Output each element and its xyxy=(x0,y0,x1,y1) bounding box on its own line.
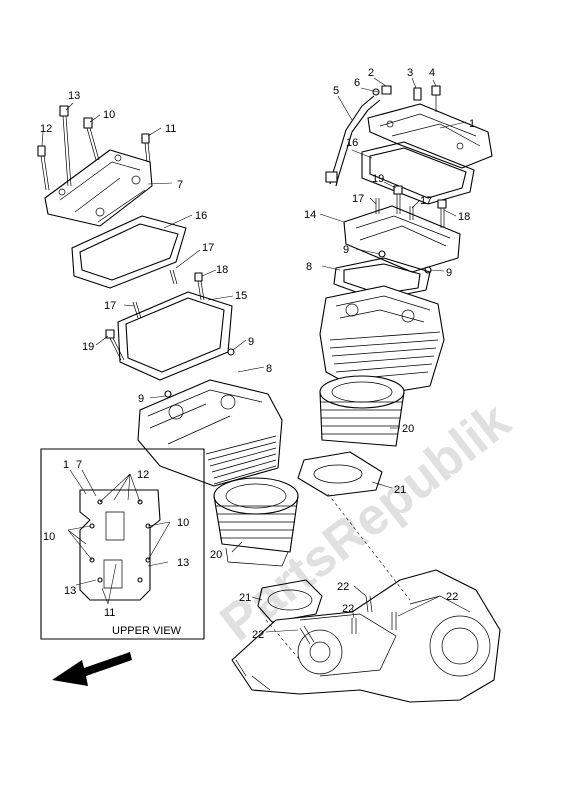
dowel-17-rear-a xyxy=(169,269,178,285)
rear-base-gasket xyxy=(257,579,323,623)
dowel-17-front-b xyxy=(409,206,414,220)
dowel-17-front-a xyxy=(375,198,380,214)
front-cylinder xyxy=(319,375,405,447)
callout-18-rear: 18 xyxy=(216,264,228,276)
rear-valve-gasket xyxy=(117,291,233,381)
inset-label-13-right: 13 xyxy=(177,557,189,569)
stud-22-c xyxy=(351,618,357,634)
inset-label-10-left: 10 xyxy=(43,531,55,543)
callout-20-front: 20 xyxy=(402,423,414,435)
callout-19-front: 19 xyxy=(372,173,384,185)
dowel-17-rear-b xyxy=(132,301,142,319)
callout-17-front-a: 17 xyxy=(352,193,364,205)
front-valve-gasket xyxy=(343,205,461,273)
inset-label-1: 1 xyxy=(63,459,69,471)
rear-cylinder-head xyxy=(137,379,283,487)
callout-8-rear: 8 xyxy=(266,363,272,375)
bolt-10 xyxy=(83,117,100,161)
stud-22-b xyxy=(365,595,373,613)
front-cover-gasket xyxy=(361,141,475,205)
callout-22-a: 22 xyxy=(252,629,264,641)
callout-21-front: 21 xyxy=(394,484,406,496)
inset-caption: UPPER VIEW xyxy=(112,625,182,637)
callout-16-rear: 16 xyxy=(195,210,207,222)
rear-head-cover xyxy=(44,149,153,227)
stud-22-d xyxy=(391,612,397,630)
bolt-11 xyxy=(141,133,151,163)
callout-11: 11 xyxy=(165,123,176,135)
callout-22-d: 22 xyxy=(446,591,458,603)
callout-22-b: 22 xyxy=(337,581,349,593)
callout-5: 5 xyxy=(333,85,339,97)
callout-21-rear: 21 xyxy=(239,592,251,604)
callout-20-rear: 20 xyxy=(210,549,222,561)
inset-label-7: 7 xyxy=(76,459,82,471)
callout-8-front: 8 xyxy=(306,261,312,273)
callout-9-front-b: 9 xyxy=(446,267,452,279)
callout-9-rear-b: 9 xyxy=(138,393,144,405)
bolt-18-front xyxy=(437,199,447,228)
inset-label-10-right: 10 xyxy=(177,517,189,529)
callout-2: 2 xyxy=(368,67,374,79)
callout-3: 3 xyxy=(407,67,413,79)
callout-7: 7 xyxy=(177,179,183,191)
stud-22-a xyxy=(299,625,315,645)
front-head-cover xyxy=(367,103,493,169)
callout-12: 12 xyxy=(40,123,52,135)
callout-1: 1 xyxy=(469,118,475,130)
upper-view-inset: 1 7 12 10 10 13 13 11 UPPER VIEW xyxy=(40,448,205,640)
callout-labels: 13 10 12 11 7 16 17 18 15 17 19 9 8 9 20… xyxy=(40,67,475,641)
fitting-2 xyxy=(381,85,392,95)
callout-10: 10 xyxy=(103,109,115,121)
front-cylinder-head xyxy=(319,285,445,397)
front-base-gasket xyxy=(297,451,383,497)
callout-4: 4 xyxy=(429,67,435,79)
bolt-12 xyxy=(37,145,50,191)
dowel-9-rear-a xyxy=(227,348,235,356)
callout-9-rear-a: 9 xyxy=(248,336,254,348)
callout-17-front-b: 17 xyxy=(420,195,432,207)
rear-cover-gasket xyxy=(71,215,187,289)
dowel-9-rear-b xyxy=(164,390,172,398)
callout-18-front: 18 xyxy=(458,211,470,223)
rear-cylinder xyxy=(213,477,299,567)
bolt-19-front xyxy=(393,185,403,214)
inset-label-11: 11 xyxy=(104,607,115,619)
callout-16-front: 16 xyxy=(346,137,358,149)
front-head-gasket xyxy=(333,257,431,301)
screw-3 xyxy=(413,87,422,101)
callout-15: 15 xyxy=(235,290,247,302)
inset-label-12: 12 xyxy=(137,469,149,481)
inset-cover-shape xyxy=(79,489,161,601)
callout-9-front-a: 9 xyxy=(343,244,349,256)
callout-22-c: 22 xyxy=(342,603,354,615)
callout-19-rear: 19 xyxy=(82,341,94,353)
front-arrow-icon xyxy=(52,652,132,686)
fitting-4 xyxy=(431,85,441,112)
callout-13: 13 xyxy=(68,90,80,102)
callout-17-rear-a: 17 xyxy=(202,242,214,254)
hose-end xyxy=(325,171,338,183)
washer-6 xyxy=(372,88,380,96)
leader-lines xyxy=(41,77,467,633)
bolt-19-rear xyxy=(105,329,125,361)
callout-14: 14 xyxy=(304,209,316,221)
inset-label-13-left: 13 xyxy=(64,585,76,597)
bolt-18-rear xyxy=(194,272,205,301)
callout-17-rear-b: 17 xyxy=(104,300,116,312)
crankcase xyxy=(231,569,501,703)
bolt-13 xyxy=(59,105,72,187)
callout-6: 6 xyxy=(354,77,360,89)
